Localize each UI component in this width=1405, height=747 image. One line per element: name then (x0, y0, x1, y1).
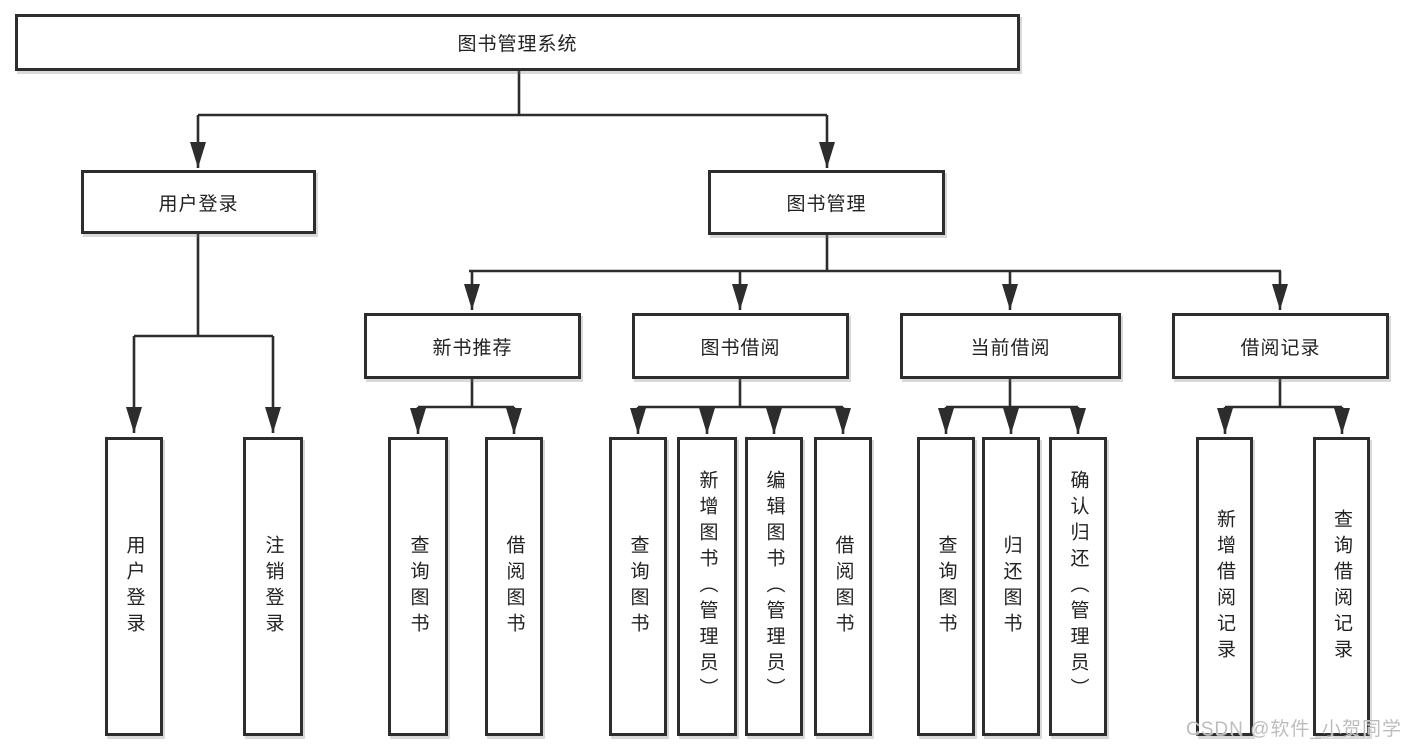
leaf-add-book-admin: 新增图书（管理员） (677, 437, 737, 736)
leaf-search-borrow-record: 查询借阅记录 (1313, 437, 1370, 736)
node-new-book-recommend: 新书推荐 (364, 313, 581, 379)
leaf-edit-book-admin: 编辑图书（管理员） (745, 437, 803, 736)
node-book-borrowing: 图书借阅 (632, 313, 849, 379)
node-user-login: 用户登录 (81, 170, 316, 234)
leaf-return-book: 归还图书 (982, 437, 1040, 736)
leaf-search-books-borrowing: 查询图书 (609, 437, 667, 736)
node-book-management: 图书管理 (708, 170, 945, 235)
leaf-search-books-recommend: 查询图书 (388, 437, 448, 736)
leaf-user-login: 用户登录 (105, 437, 163, 736)
leaf-add-borrow-record: 新增借阅记录 (1196, 437, 1253, 736)
node-library-system: 图书管理系统 (15, 14, 1020, 71)
node-borrowing-records: 借阅记录 (1172, 313, 1389, 379)
leaf-confirm-return-admin: 确认归还（管理员） (1049, 437, 1107, 736)
leaf-borrow-books-borrowing: 借阅图书 (814, 437, 872, 736)
node-current-borrowing: 当前借阅 (900, 313, 1121, 379)
leaf-borrow-books-recommend: 借阅图书 (485, 437, 543, 736)
leaf-logout: 注销登录 (243, 437, 303, 736)
leaf-search-books-current: 查询图书 (917, 437, 975, 736)
csdn-watermark: CSDN @软件_小贺同学 (1186, 719, 1402, 740)
